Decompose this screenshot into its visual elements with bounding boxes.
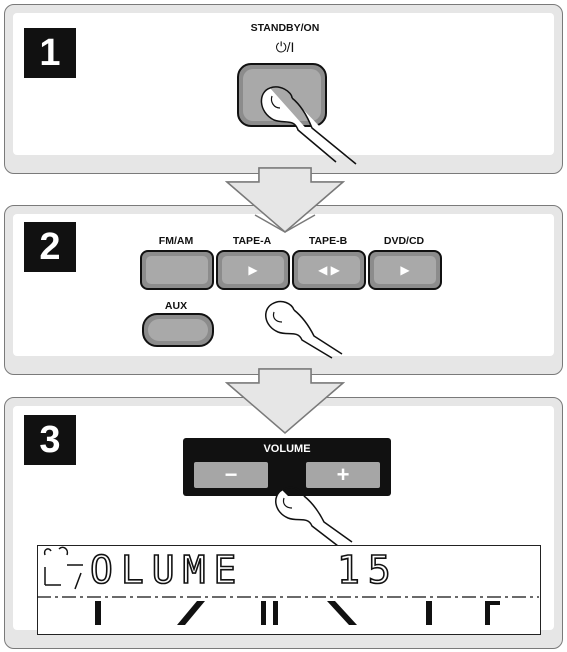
lcd-display <box>37 545 541 635</box>
finger-press-icon <box>275 486 353 547</box>
play-icon: ▶ <box>248 263 258 277</box>
play-icon: ▶ <box>400 263 410 277</box>
step-1-badge: 1 <box>24 28 76 78</box>
power-icon: ⏻/I <box>275 39 295 55</box>
down-arrow-tip <box>224 167 346 233</box>
standby-on-label: STANDBY/ON <box>250 22 320 34</box>
lcd-segments <box>37 546 539 625</box>
aux-button[interactable] <box>142 313 214 347</box>
tape-b-label: TAPE-B <box>308 235 348 247</box>
fm-am-label: FM/AM <box>158 235 194 247</box>
dvd-cd-label: DVD/CD <box>383 235 425 247</box>
dvd-cd-button[interactable]: ▶ <box>368 250 442 290</box>
step-1-panel <box>4 4 563 174</box>
tape-b-button[interactable]: ◀ ▶ <box>292 250 366 290</box>
finger-press-icon <box>260 86 357 165</box>
tape-a-label: TAPE-A <box>232 235 272 247</box>
step-3-badge: 3 <box>24 415 76 465</box>
plus-icon: + <box>336 462 350 487</box>
volume-label: VOLUME <box>263 443 311 455</box>
step-2-badge: 2 <box>24 222 76 272</box>
minus-icon: − <box>224 462 238 487</box>
lcd-text: OLUME 15 <box>89 547 399 593</box>
finger-press-icon <box>265 300 343 359</box>
volume-up-button[interactable]: + <box>306 462 380 488</box>
volume-down-button[interactable]: − <box>194 462 268 488</box>
down-arrow-tip <box>224 368 346 434</box>
fm-am-button[interactable] <box>140 250 214 290</box>
reverse-play-icon: ◀ ▶ <box>318 263 340 277</box>
tape-a-button[interactable]: ▶ <box>216 250 290 290</box>
aux-label: AUX <box>164 300 188 312</box>
